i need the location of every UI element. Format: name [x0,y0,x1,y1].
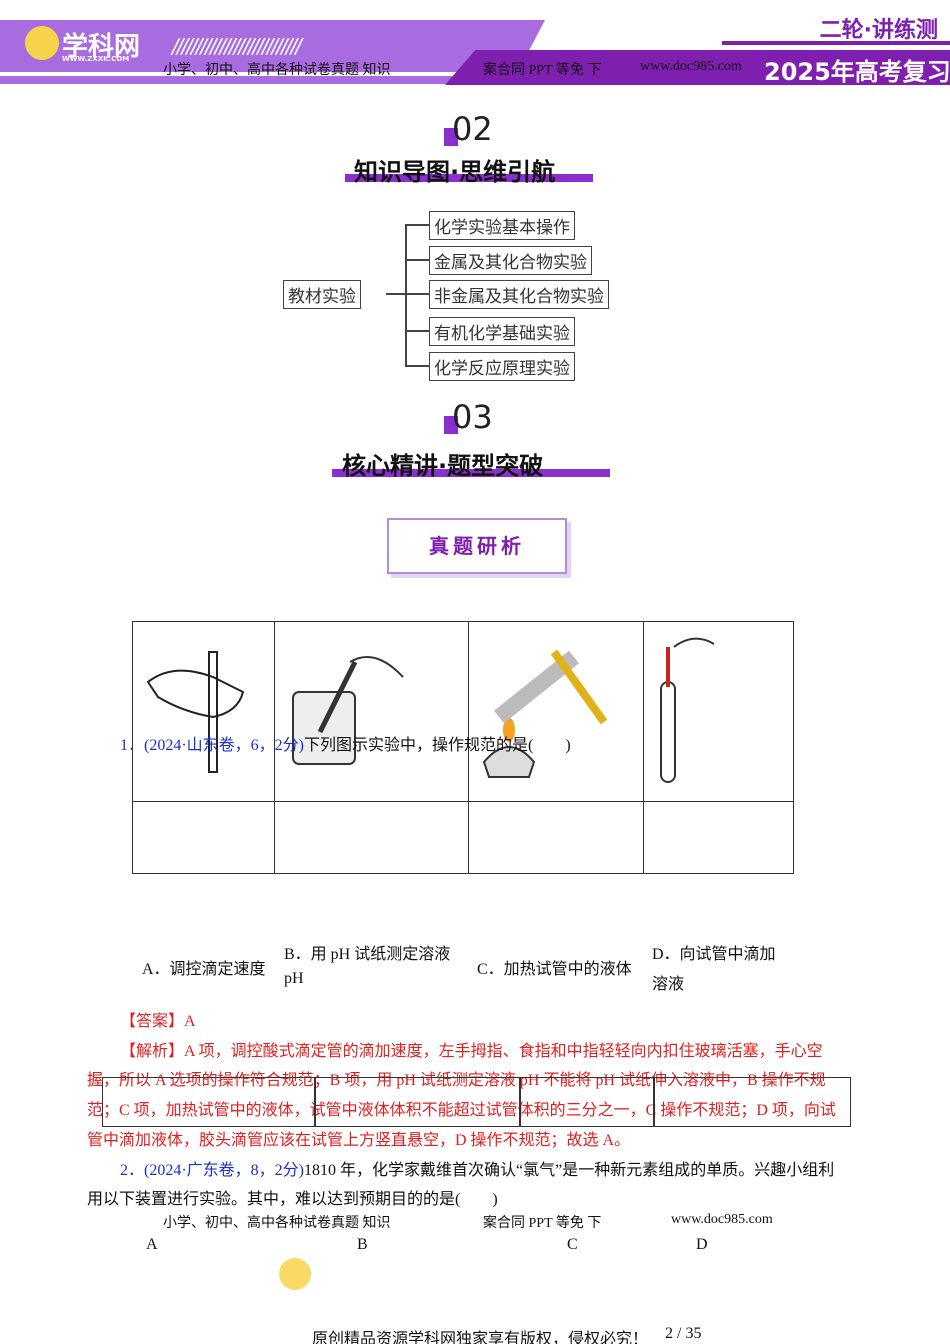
q2-stem: 1810 年，化学家戴维首次确认“氯气”是一种新元素组成的单质。兴趣小组 [304,1162,819,1179]
q2-label-c: C [567,1236,578,1253]
header-band [0,20,545,72]
section-number: 02 [452,110,493,148]
q1-analysis-line: 【解析】A 项，调控酸式滴定管的滴加速度，左手拇指、食指和中指轻轻向内扣住玻璃活… [120,1043,823,1060]
q1-stem: 下列图示实验中，操作规范的是( ) [304,737,571,754]
watermark-right[interactable]: www.doc985.com [640,59,742,74]
figure-titration-hand [132,621,275,802]
figure-ph-paper-beaker [274,621,469,802]
series-title: 二轮·讲练测 [819,18,938,43]
footer-copyright: 原创精品资源学科网独家享有版权，侵权必究！ [312,1331,649,1344]
mascot-watermark-icon [279,1258,311,1290]
watermark-left: 小学、初中、高中各种试卷真题 知识 [163,1216,391,1231]
q1-analysis-line: 管中滴加液体，胶头滴管应该在试管上方竖直悬空，D 操作不规范；故选 A。 [87,1132,631,1149]
q1-option-d-cont: 溶液 [652,976,685,993]
year-title: 2025年高考复习 [764,58,950,86]
series-underline [722,41,950,45]
q1-answer: 【答案】A [120,1013,196,1030]
q1-analysis-line: 范；C 项，加热试管中的液体，试管中液体体积不能超过试管体积的三分之一，C 操作… [87,1102,836,1119]
watermark-right[interactable]: www.doc985.com [671,1212,773,1227]
section-number: 03 [452,398,493,436]
q1-option-b-cont: pH [284,970,304,987]
mindmap-branch: 非金属及其化合物实验 [429,280,609,309]
q2-label-a: A [146,1236,158,1253]
q1-option-c: C．加热试管中的液体 [477,961,632,978]
q1-source: 1．(2024·山东卷，6，2分) [120,737,304,754]
q2-label-d: D [696,1236,708,1253]
section-title-bar [332,469,610,477]
watermark-mid: 案合同 PPT 等免 下 [483,1216,602,1231]
figure-heating-test-tube [468,621,644,802]
section-title: 知识导图·思维引航 [354,158,556,186]
section-title-bar [345,174,593,182]
q1-figure-table [132,621,794,874]
watermark-mid: 案合同 PPT 等免 下 [483,63,602,78]
badge-zhenti: 真题研析 [387,518,567,574]
q2-label-b: B [357,1236,368,1253]
section-number-bar [444,128,458,146]
watermark-left: 小学、初中、高中各种试卷真题 知识 [163,63,391,78]
header-band-dark [445,50,950,85]
logo-subtext: WWW.ZXXK.COM [62,55,130,63]
section-title: 核心精讲·题型突破 [342,452,544,480]
q2-stem-overflow: 利 [818,1162,835,1179]
header-decoration: /////////////////////////// [172,34,302,58]
logo-mascot-icon [25,26,59,60]
page-number: 2 / 35 [665,1325,702,1342]
mindmap-branch: 化学反应原理实验 [429,352,575,381]
q2-stem-cont: 用以下装置进行实验。其中，难以达到预期目的的是( ) [87,1191,498,1208]
overlay-table-frame [102,1077,851,1127]
header-underline [0,76,480,84]
mindmap-branch: 有机化学基础实验 [429,317,575,346]
q1-option-b: B．用 pH 试纸测定溶液 [284,946,451,963]
q2-source: 2．(2024·广东卷，8，2分) [120,1162,304,1179]
mindmap-root: 教材实验 [283,280,361,309]
figure-dropper-test-tube [643,621,794,802]
logo-text: 学科网 [62,32,141,62]
q1-option-a: A．调控滴定速度 [142,961,266,978]
mindmap-branch: 化学实验基本操作 [429,211,575,240]
mindmap-branch: 金属及其化合物实验 [429,246,592,275]
section-number-bar [444,416,458,434]
q1-analysis-line: 握，所以 A 选项的操作符合规范；B 项，用 pH 试纸测定溶液 pH 不能将 … [87,1072,826,1089]
q1-option-d: D．向试管中滴加 [652,946,776,963]
